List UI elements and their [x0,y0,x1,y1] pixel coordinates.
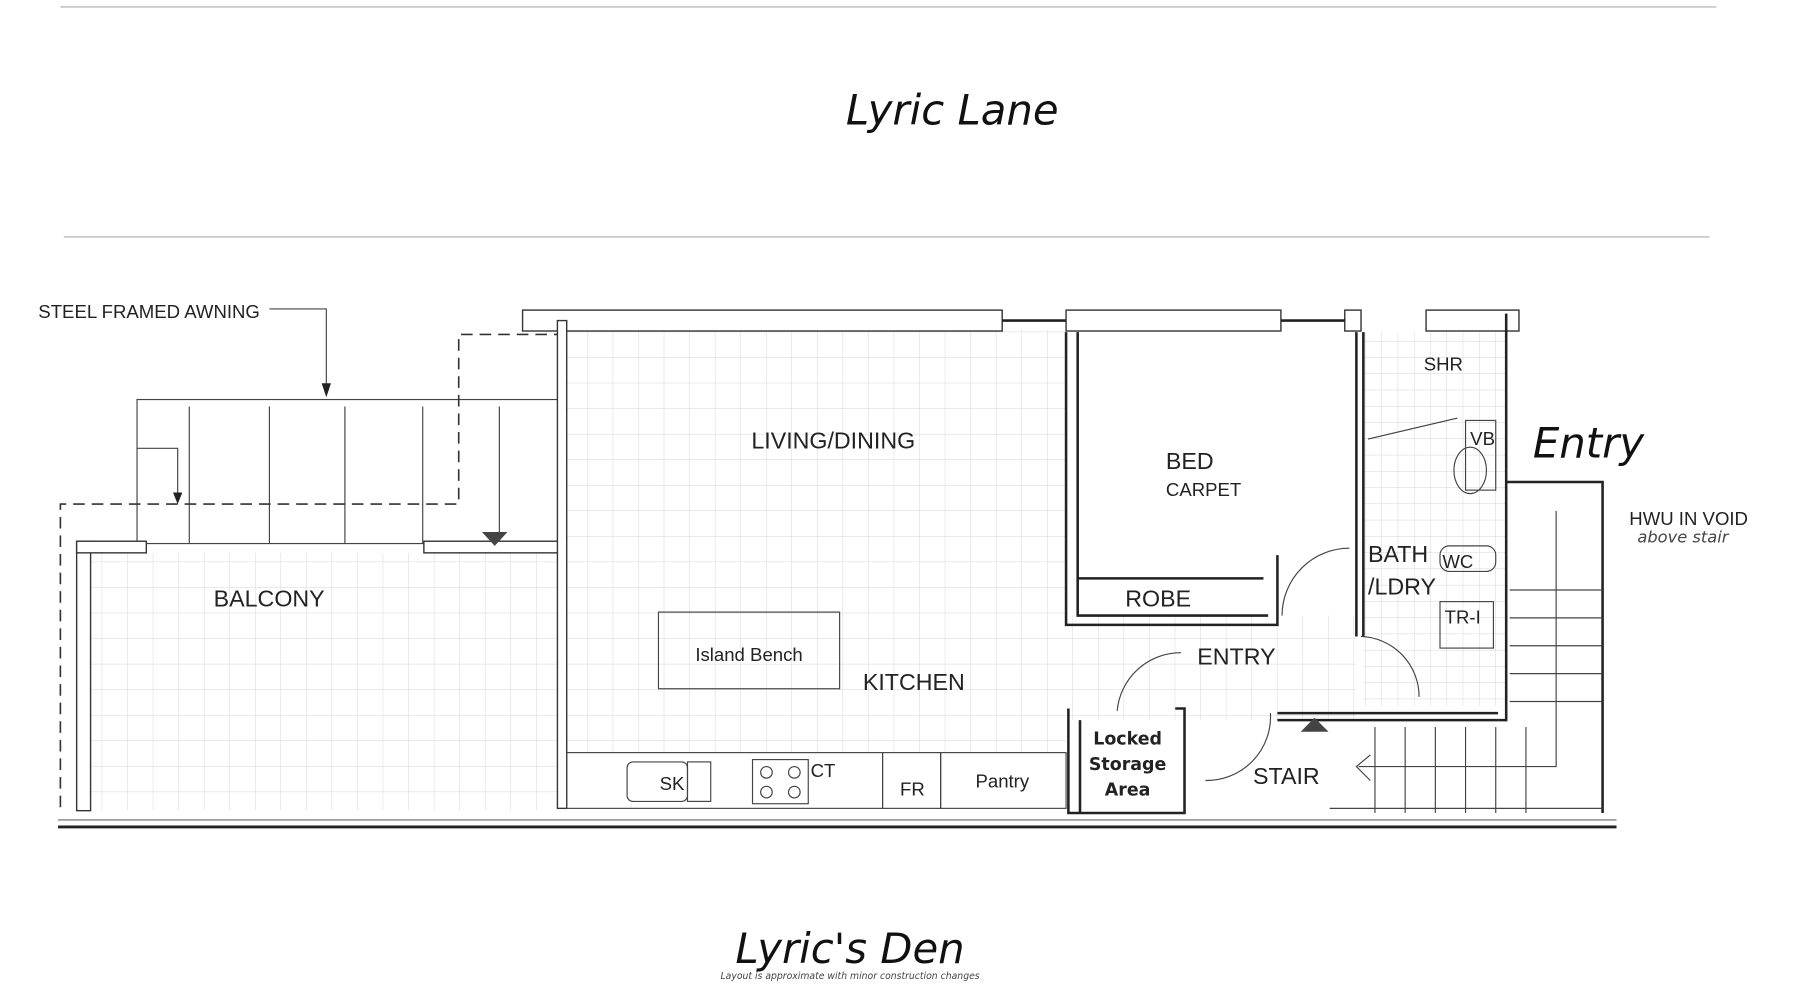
room-bed: BED [1166,448,1214,474]
fixture-tr: TR-I [1445,607,1481,628]
street-title: Lyric Lane [846,85,1059,134]
room-balcony: BALCONY [214,585,325,611]
room-bed-carpet: CARPET [1166,479,1241,500]
entry-floor [1066,615,1357,721]
island-bench [657,611,841,690]
walls [58,309,1617,829]
doors [1116,417,1458,782]
room-bath: BATH [1368,541,1428,567]
room-ldry: /LDRY [1368,574,1436,600]
kitchen-bench [566,752,1067,809]
hwu-label: HWU IN VOID [1629,508,1748,529]
disclaimer: Layout is approximate with minor constru… [720,971,979,982]
storage-storage: Storage [1089,755,1166,775]
living-floor [566,329,1067,753]
fixture-fr: FR [900,779,925,800]
fixture-ct: CT [811,760,836,781]
room-robe: ROBE [1125,585,1191,611]
hwu-sublabel: above stair [1637,527,1729,546]
room-vb: VB [1470,428,1495,449]
room-kitchen: KITCHEN [863,669,965,695]
bath-fixtures [1439,419,1497,649]
room-shr: SHR [1424,353,1463,374]
room-stair: STAIR [1253,763,1320,789]
room-entry: ENTRY [1197,643,1275,669]
storage-area: Area [1105,781,1151,801]
awning-label: STEEL FRAMED AWNING [38,301,260,322]
room-living: LIVING/DINING [751,427,915,453]
stair [1329,511,1603,814]
balcony-floor [87,552,558,811]
fixture-sk: SK [660,773,685,794]
bath-floor [1363,332,1508,707]
awning [59,308,561,808]
room-pantry: Pantry [975,770,1029,791]
storage-locked: Locked [1093,729,1162,749]
property-title: Lyric's Den [735,924,964,973]
fixture-wc: WC [1442,551,1473,572]
island-bench-label: Island Bench [695,644,802,665]
entry-annotation: Entry [1533,419,1645,468]
